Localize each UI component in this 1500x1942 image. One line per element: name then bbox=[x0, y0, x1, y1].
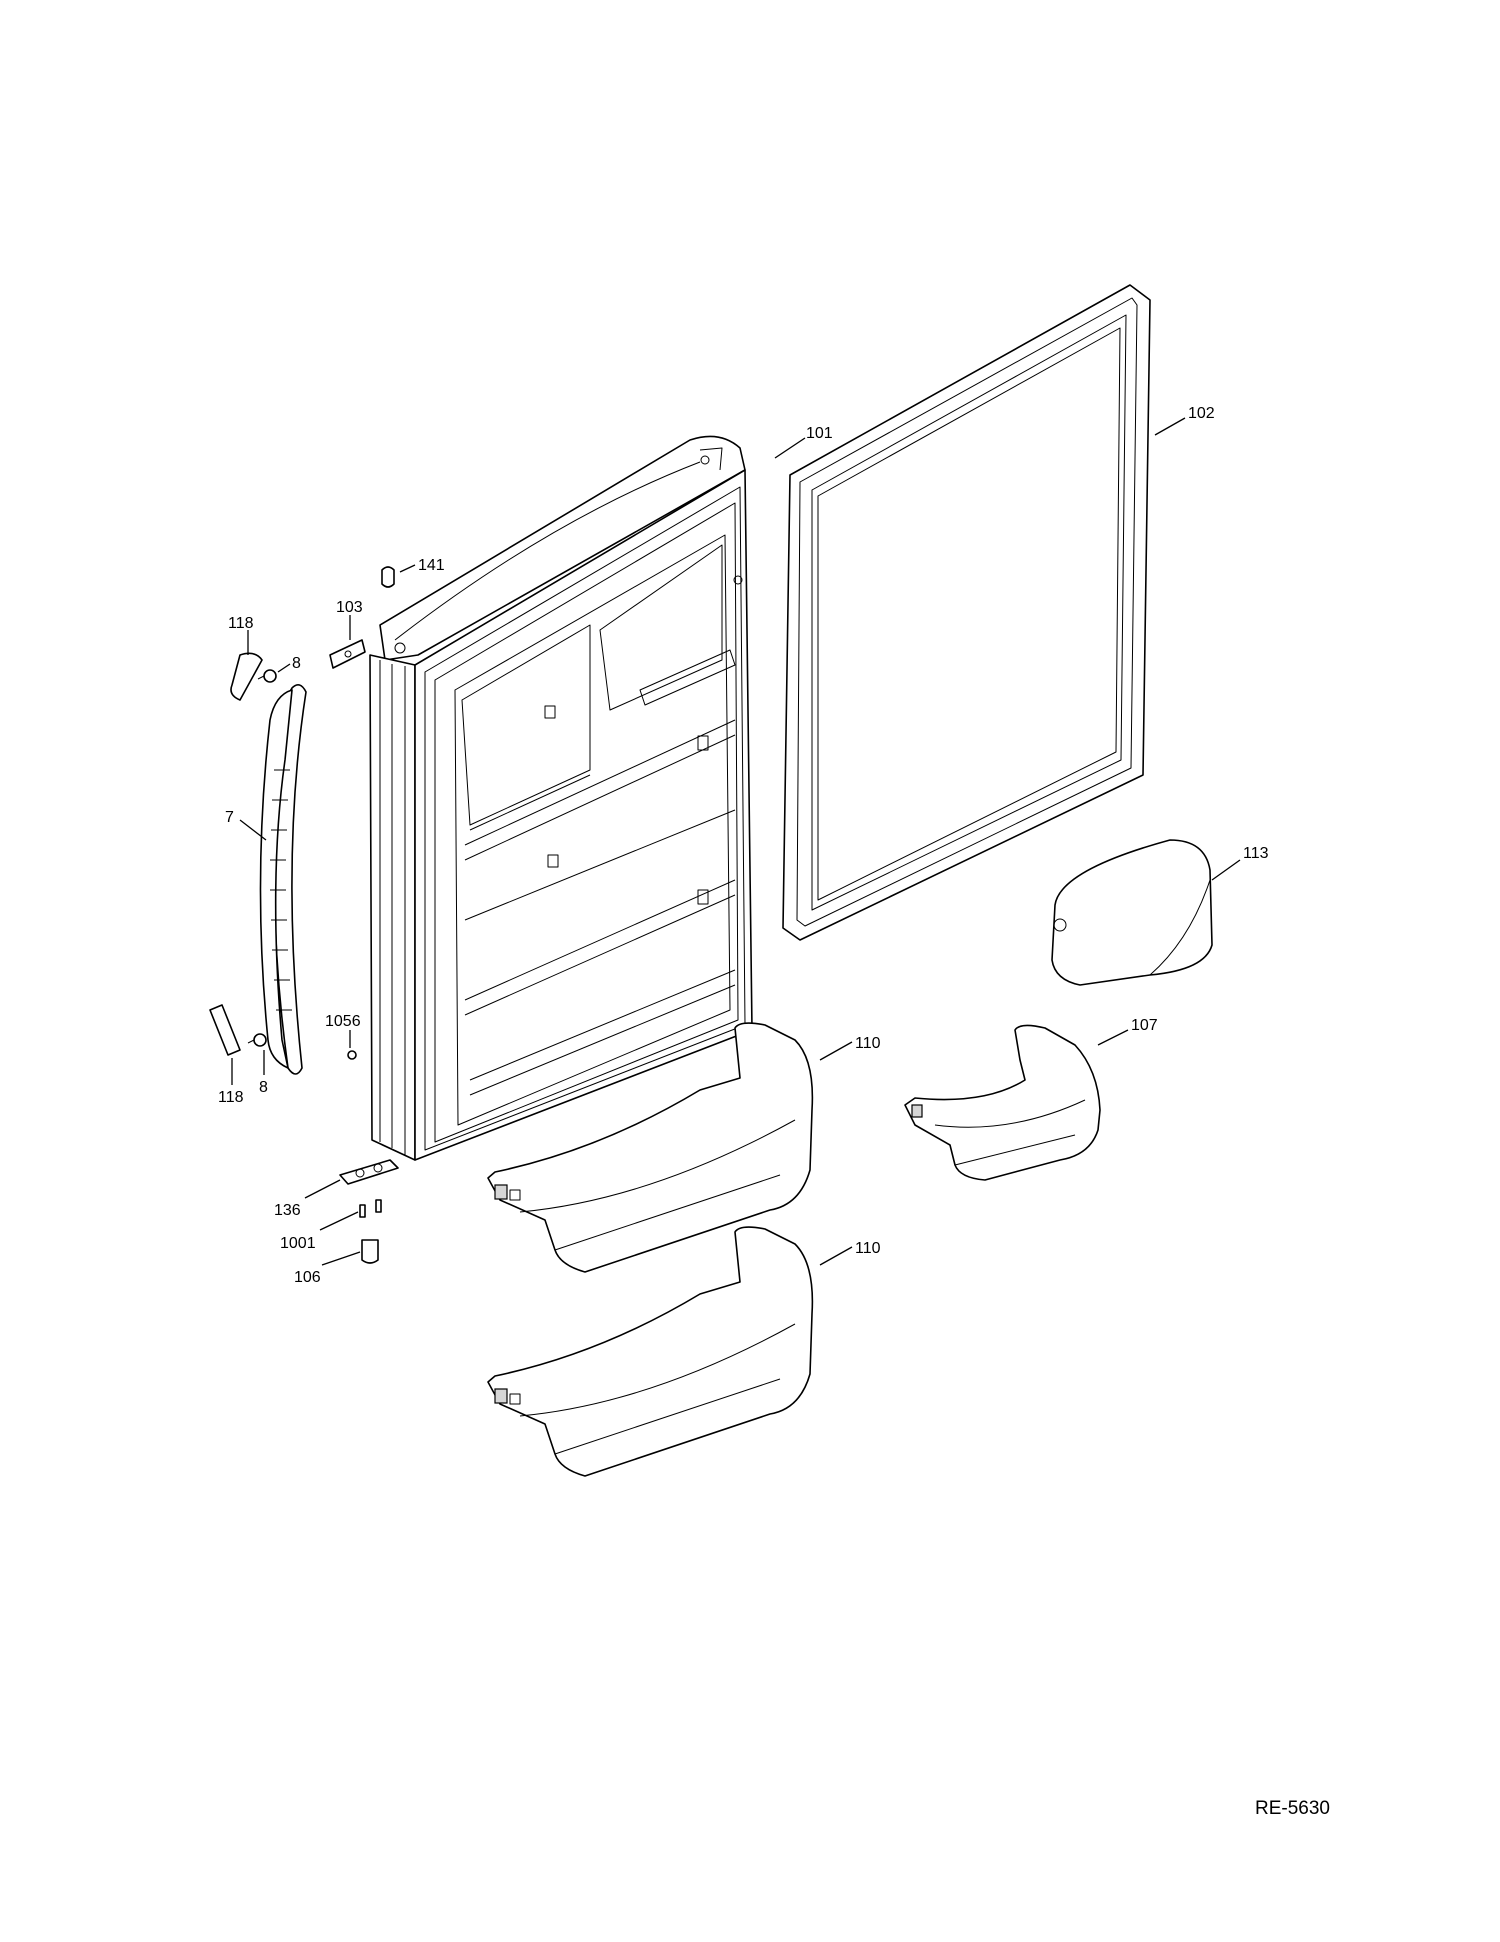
bucket-113 bbox=[1051, 839, 1213, 986]
leader-7 bbox=[239, 819, 267, 841]
screw-1056 bbox=[347, 1050, 357, 1060]
callout-1056: 1056 bbox=[325, 1013, 361, 1030]
callout-8-top: 8 bbox=[292, 655, 301, 672]
leader-141 bbox=[399, 564, 416, 573]
handle-end-cap-top bbox=[230, 652, 263, 701]
cap-141 bbox=[381, 566, 395, 588]
callout-110-upper: 110 bbox=[855, 1035, 881, 1052]
callout-8-bottom: 8 bbox=[259, 1079, 268, 1096]
callout-106: 106 bbox=[294, 1269, 321, 1286]
diagram-reference-code: RE-5630 bbox=[1255, 1798, 1330, 1819]
screw-bottom bbox=[247, 1033, 267, 1047]
leader-101 bbox=[774, 437, 806, 459]
callout-7: 7 bbox=[225, 809, 234, 826]
callout-107: 107 bbox=[1131, 1017, 1158, 1034]
handle-end-cap-bottom bbox=[209, 1004, 241, 1056]
leader-110-upper bbox=[819, 1041, 853, 1061]
callout-118-bottom: 118 bbox=[218, 1089, 244, 1106]
hinge-plate bbox=[339, 1159, 399, 1185]
callout-102: 102 bbox=[1188, 405, 1215, 422]
callout-110-lower: 110 bbox=[855, 1240, 881, 1257]
door-bin-110-upper bbox=[487, 1022, 814, 1273]
leader-110-lower bbox=[819, 1246, 853, 1266]
callout-118-top: 118 bbox=[228, 615, 254, 632]
callout-141: 141 bbox=[418, 557, 445, 574]
hinge-screws bbox=[359, 1199, 382, 1218]
door-bin-107 bbox=[904, 1024, 1101, 1181]
door-handle bbox=[259, 684, 307, 1075]
leader-102 bbox=[1154, 417, 1186, 436]
leader-8-top bbox=[277, 663, 291, 673]
leader-1001 bbox=[319, 1211, 359, 1231]
callout-103: 103 bbox=[336, 599, 363, 616]
door-gasket bbox=[782, 284, 1151, 941]
hinge-shim bbox=[329, 639, 366, 669]
leader-136 bbox=[304, 1179, 341, 1199]
leader-113 bbox=[1211, 859, 1241, 881]
door-bin-110-lower bbox=[487, 1226, 814, 1477]
screw-top bbox=[257, 669, 277, 683]
callout-136: 136 bbox=[274, 1202, 301, 1219]
leader-106 bbox=[321, 1251, 361, 1266]
leader-107 bbox=[1097, 1029, 1129, 1046]
callout-101: 101 bbox=[806, 425, 833, 442]
refrigerator-door bbox=[369, 435, 753, 1161]
callout-113: 113 bbox=[1243, 845, 1269, 862]
hinge-pin bbox=[361, 1239, 379, 1264]
callout-1001: 1001 bbox=[280, 1235, 316, 1252]
